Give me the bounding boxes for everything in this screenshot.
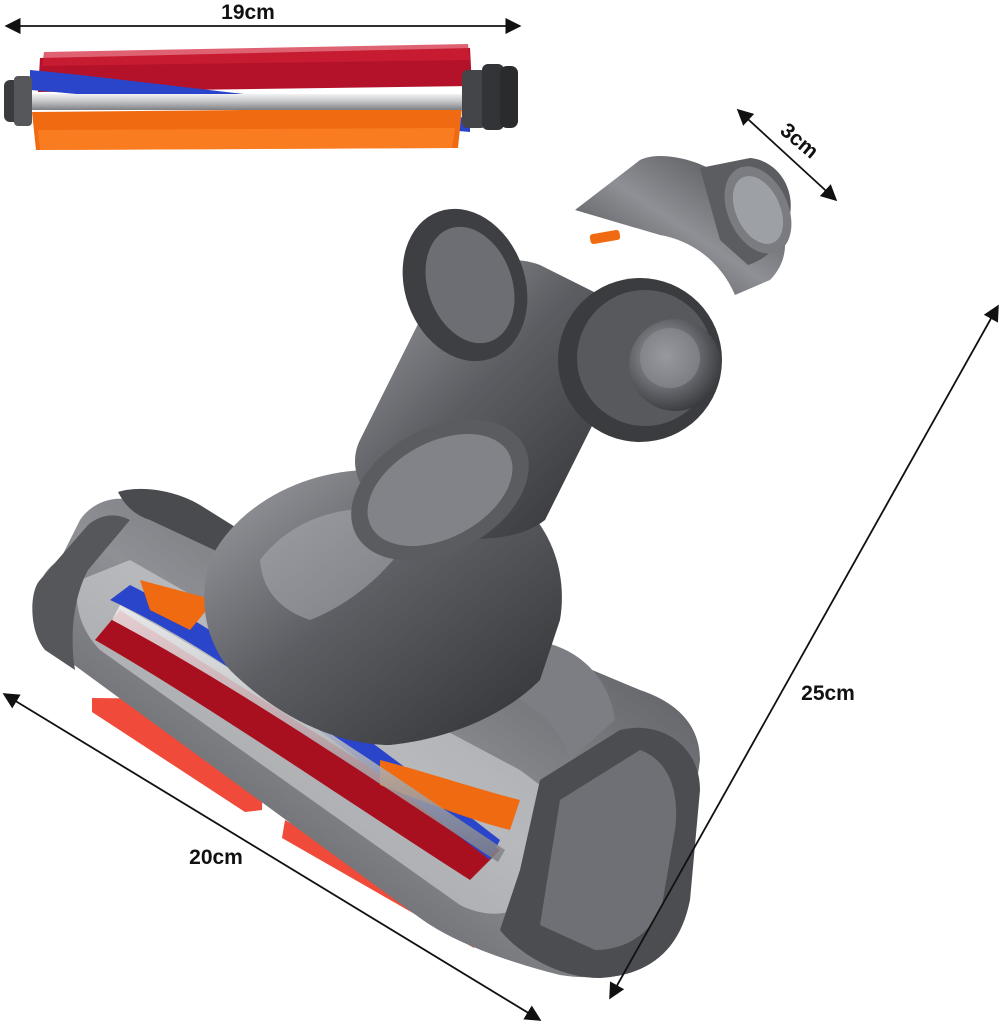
brush-roll bbox=[4, 44, 518, 150]
dimension-label-total-length: 25cm bbox=[801, 682, 855, 705]
end-plate-left bbox=[32, 515, 131, 670]
dimension-label-brush-length: 19cm bbox=[221, 1, 275, 24]
dimension-total-length: 25cm bbox=[609, 304, 999, 1000]
dimension-label-neck-diameter: 3cm bbox=[776, 119, 823, 164]
swivel-neck bbox=[351, 155, 792, 561]
brush-end-cap-right bbox=[462, 70, 486, 128]
dimension-brush-length: 19cm bbox=[4, 1, 522, 35]
dimension-label-head-width: 20cm bbox=[189, 846, 243, 869]
dimension-head-width: 20cm bbox=[2, 693, 542, 1021]
brush-rod bbox=[26, 94, 476, 110]
